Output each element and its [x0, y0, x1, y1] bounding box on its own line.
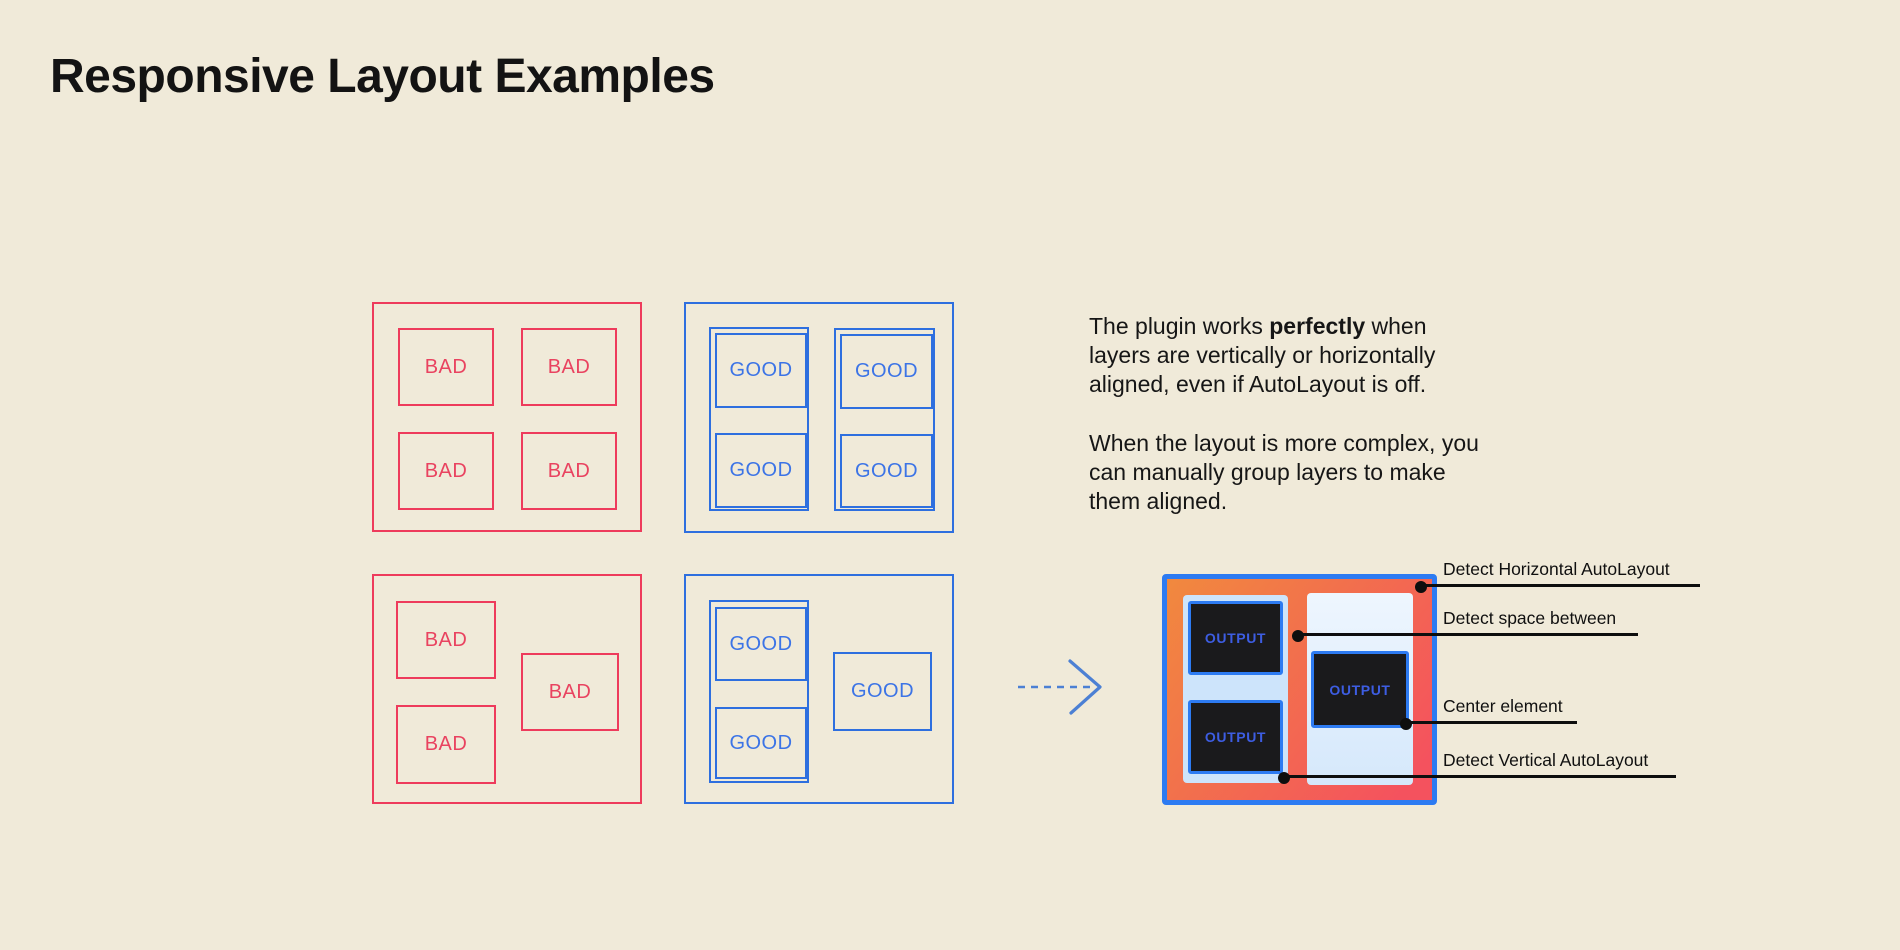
output-box-label: OUTPUT [1329, 681, 1391, 698]
good-box-label: GOOD [854, 360, 919, 382]
output-preview-frame: OUTPUT OUTPUT OUTPUT [1162, 574, 1437, 805]
bad-box: BAD [398, 432, 494, 510]
bad-example-irregular-layout: BAD BAD BAD [372, 574, 642, 804]
output-box-label: OUTPUT [1204, 630, 1267, 646]
page-title: Responsive Layout Examples [50, 50, 715, 103]
output-box-label: OUTPUT [1204, 729, 1267, 745]
description-text: layers are vertically or horizontally [1089, 342, 1436, 368]
description-paragraph-2: When the layout is more complex, you can… [1089, 429, 1559, 516]
good-box: GOOD [715, 433, 807, 508]
annotation-dot [1278, 772, 1290, 784]
bad-example-aligned-grid: BAD BAD BAD BAD [372, 302, 642, 532]
annotation-label: Center element [1443, 696, 1563, 716]
good-box-label: GOOD [850, 680, 915, 702]
output-group-vertical: OUTPUT OUTPUT [1183, 595, 1288, 783]
annotation-dot [1292, 630, 1304, 642]
bad-box: BAD [396, 601, 496, 679]
bad-box-label: BAD [547, 459, 591, 482]
annotation-line [1421, 584, 1700, 587]
bad-box-label: BAD [424, 628, 468, 651]
output-box: OUTPUT [1188, 700, 1283, 774]
bad-box: BAD [521, 432, 617, 510]
description-paragraph-1: The plugin works perfectly when layers a… [1089, 312, 1559, 399]
bad-box-label: BAD [547, 355, 591, 378]
description-text: aligned, even if AutoLayout is off. [1089, 371, 1427, 397]
annotation-line [1406, 721, 1577, 724]
annotation-label: Detect space between [1443, 608, 1617, 628]
good-group-column-left: GOOD GOOD [709, 327, 809, 511]
good-box: GOOD [715, 707, 807, 779]
good-box: GOOD [833, 652, 932, 731]
annotation-line [1284, 775, 1676, 778]
annotation-line [1298, 633, 1638, 636]
good-box-label: GOOD [729, 731, 793, 754]
good-example-aligned-grid: GOOD GOOD GOOD GOOD [684, 302, 954, 533]
bad-box-label: BAD [548, 680, 592, 703]
good-box-label: GOOD [729, 632, 793, 655]
description-text: The plugin works [1089, 313, 1270, 339]
good-box-label: GOOD [729, 359, 793, 381]
bad-box: BAD [398, 328, 494, 406]
description-text: When the layout is more complex, you [1089, 430, 1479, 456]
good-box: GOOD [715, 607, 807, 681]
bad-box-label: BAD [424, 733, 468, 755]
output-box: OUTPUT [1311, 651, 1409, 728]
bad-box: BAD [396, 705, 496, 784]
bad-box-label: BAD [424, 355, 468, 378]
good-box: GOOD [840, 334, 933, 409]
good-box-label: GOOD [729, 459, 793, 481]
good-box: GOOD [840, 434, 933, 508]
annotation-dot [1400, 718, 1412, 730]
output-box: OUTPUT [1188, 601, 1283, 675]
bad-box: BAD [521, 328, 617, 406]
annotation-label: Detect Vertical AutoLayout [1443, 750, 1649, 770]
annotation-dot [1415, 581, 1427, 593]
description-text: can manually group layers to make [1089, 459, 1446, 485]
dashed-right-arrow-icon [1018, 659, 1102, 715]
output-column-centered: OUTPUT [1307, 593, 1413, 785]
description-text: them aligned. [1089, 488, 1228, 514]
good-group-column-right: GOOD GOOD [834, 328, 935, 511]
description-text-bold: perfectly [1269, 313, 1366, 339]
description-text: when [1365, 313, 1427, 339]
bad-box: BAD [521, 653, 619, 731]
bad-box-label: BAD [424, 459, 468, 482]
good-example-grouped-layout: GOOD GOOD GOOD [684, 574, 954, 804]
annotation-label: Detect Horizontal AutoLayout [1443, 559, 1670, 579]
good-box-label: GOOD [854, 459, 919, 482]
good-box: GOOD [715, 333, 807, 408]
good-group-column-left: GOOD GOOD [709, 600, 809, 783]
description: The plugin works perfectly when layers a… [1089, 312, 1559, 516]
